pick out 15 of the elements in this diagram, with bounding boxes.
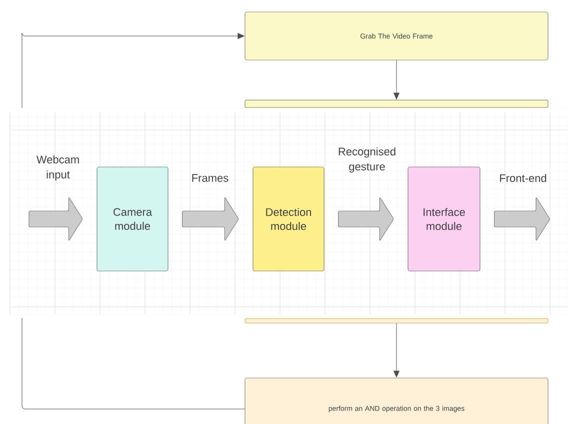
box-edge <box>244 318 548 324</box>
module-box: Camera module <box>96 166 168 272</box>
box-edge <box>244 100 548 108</box>
block-arrow <box>182 198 239 240</box>
module-box: Interface module <box>408 166 480 272</box>
block-arrow <box>494 198 550 240</box>
arrow <box>394 323 400 378</box>
edge-label: Webcam input <box>36 155 79 181</box>
edge-label: Recognised gesture <box>338 147 396 173</box>
edge-label: Frames <box>192 174 228 182</box>
block-arrow <box>338 198 394 240</box>
edge-label: Front-end <box>500 174 546 182</box>
block-arrow <box>28 198 83 240</box>
arrow <box>394 60 400 100</box>
module-box: Detection module <box>252 166 324 272</box>
